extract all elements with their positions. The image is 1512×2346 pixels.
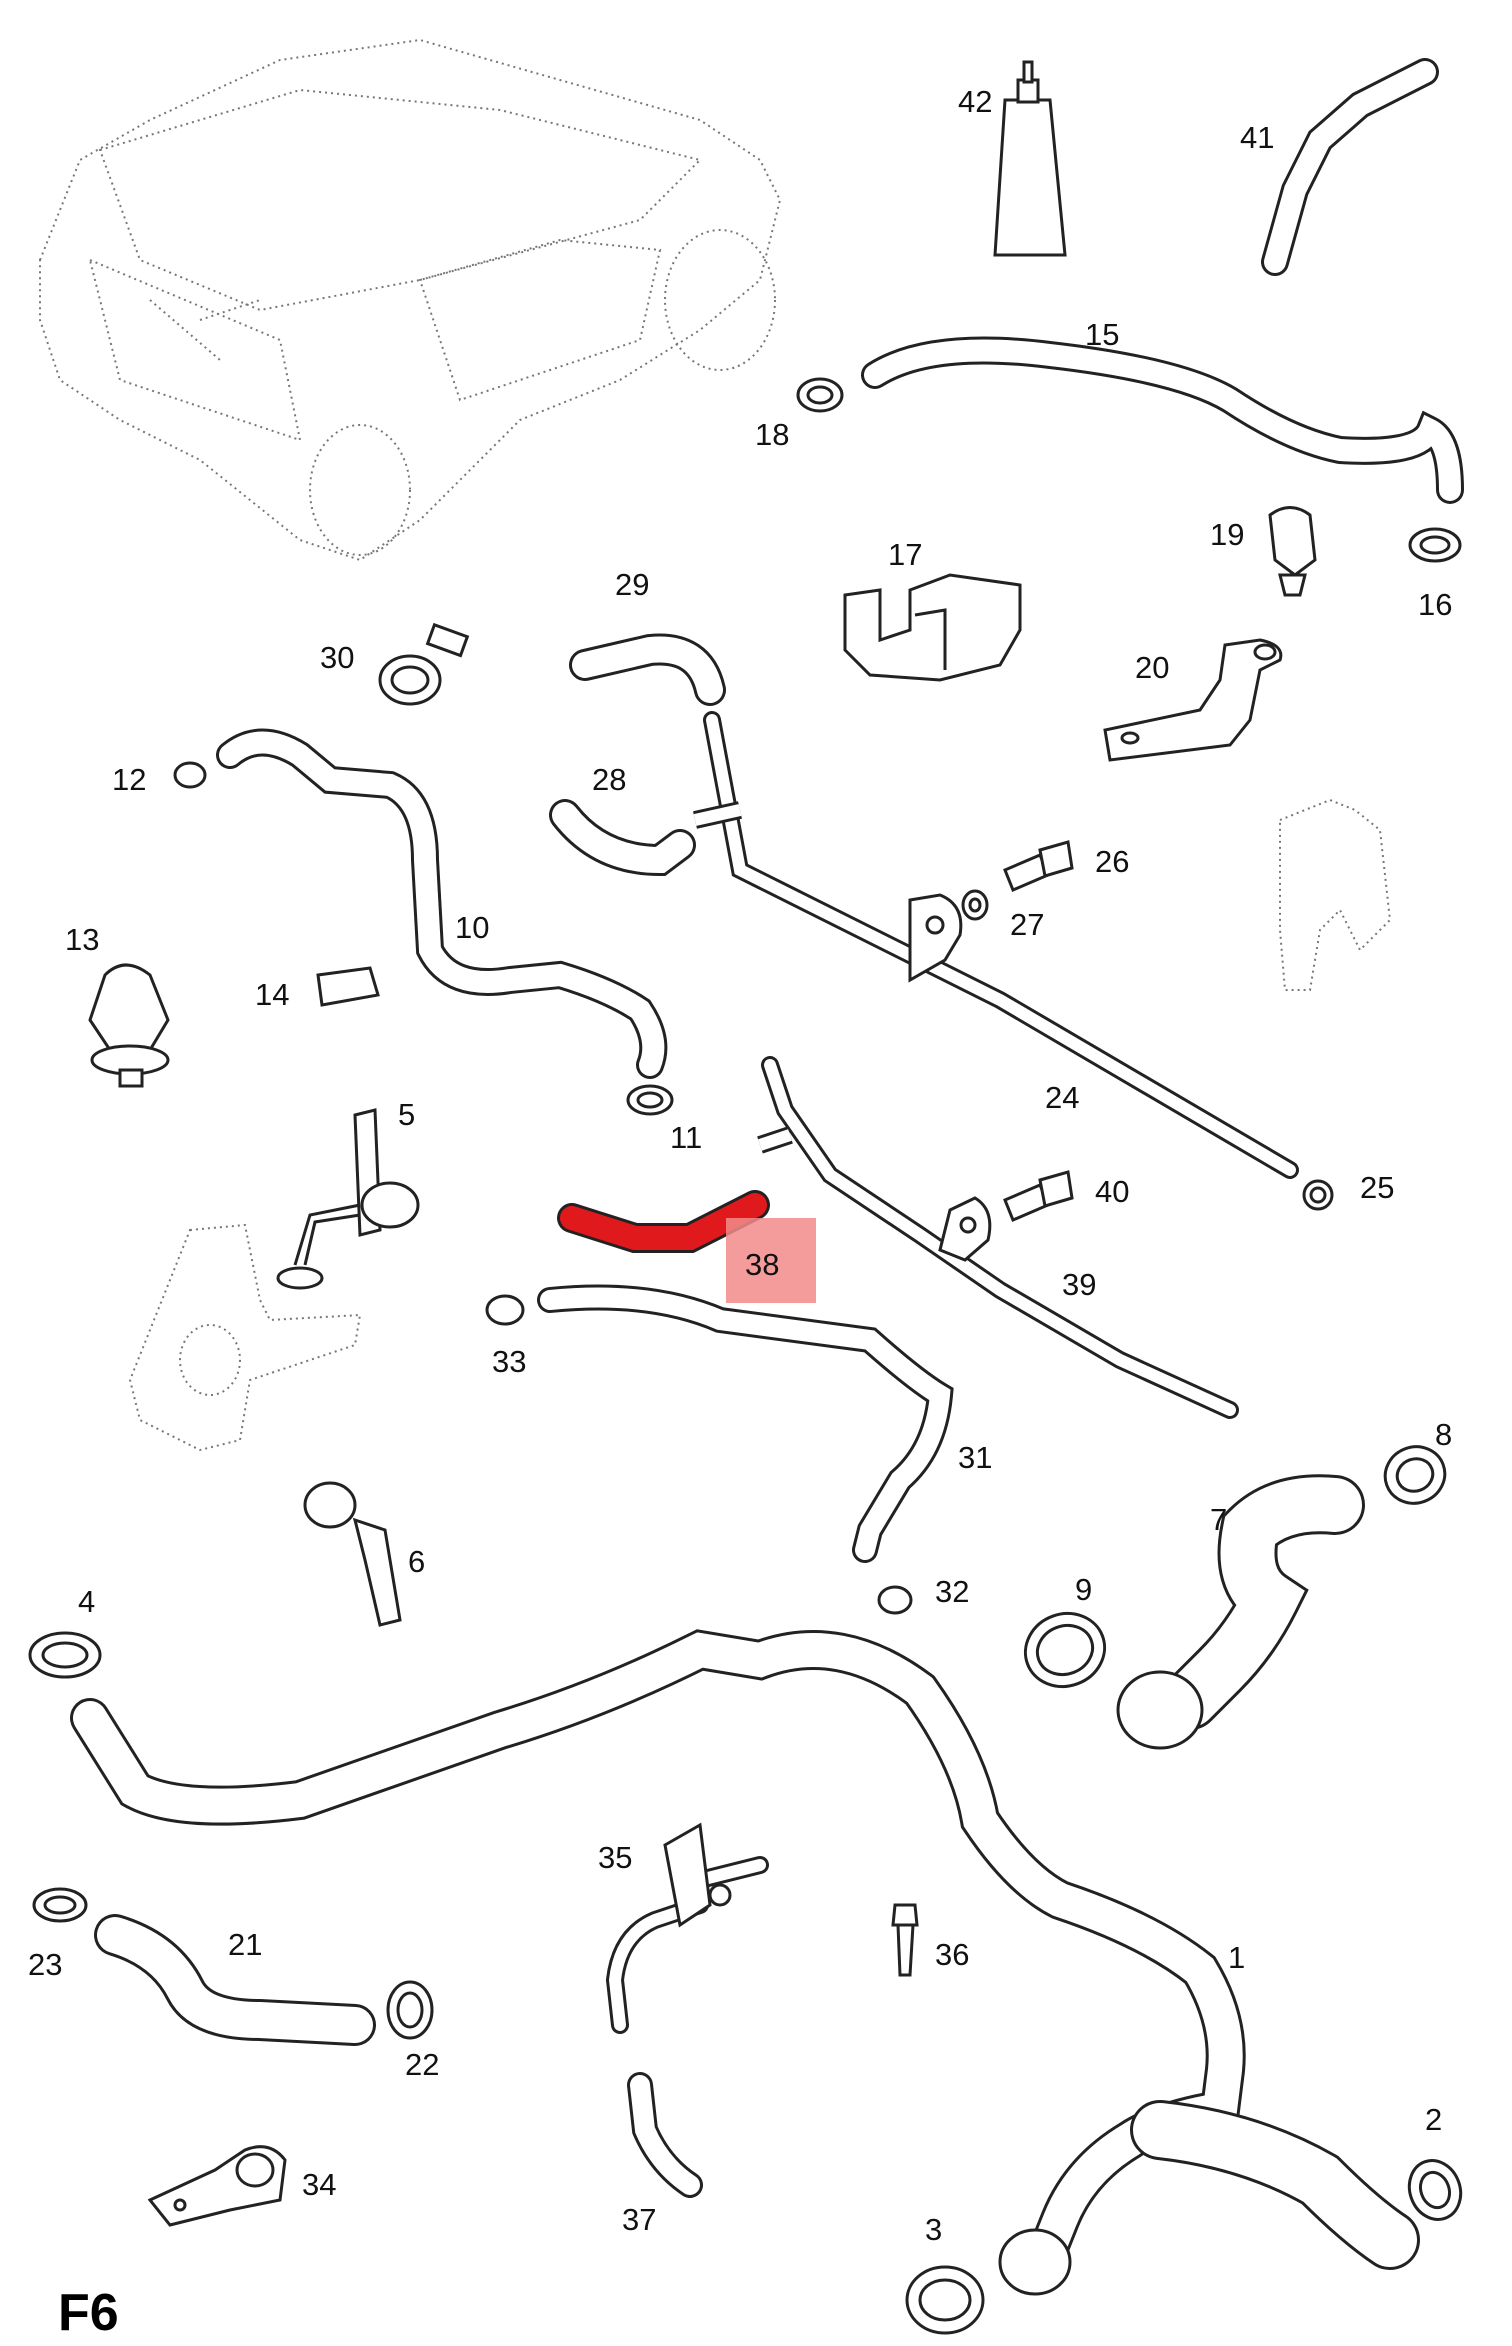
part-16-clamp (1408, 527, 1462, 563)
part-8-clamp (1383, 1445, 1447, 1505)
label-38: 38 (745, 1247, 779, 1282)
part-11-clamp (626, 1084, 674, 1116)
part-3-clamp (905, 2265, 985, 2335)
part-22-clamp (386, 1980, 434, 2040)
part-21-hose (94, 1914, 376, 2046)
label-42: 42 (958, 84, 992, 119)
label-26: 26 (1095, 844, 1129, 879)
part-36-bolt (891, 1903, 919, 1977)
part-14-clip (316, 966, 380, 1007)
label-15: 15 (1085, 317, 1119, 352)
part-33-clamp (485, 1294, 525, 1326)
part-20-bracket (1103, 638, 1283, 762)
label-40: 40 (1095, 1174, 1129, 1209)
part-32-clamp (877, 1585, 913, 1615)
part-12-clamp (173, 761, 207, 789)
part-26-bolt (1003, 840, 1074, 892)
part-29-hose (569, 633, 726, 706)
car-outline (39, 38, 782, 562)
highlight-box-38 (726, 1218, 816, 1303)
part-40-bolt (1003, 1170, 1074, 1222)
label-31: 31 (958, 1440, 992, 1475)
label-10: 10 (455, 910, 489, 945)
label-22: 22 (405, 2047, 439, 2082)
label-37: 37 (622, 2202, 656, 2237)
part-30-clamp (378, 622, 470, 706)
label-23: 23 (28, 1947, 62, 1982)
part-17-bracket (843, 573, 1022, 682)
label-7: 7 (1210, 1502, 1227, 1537)
dotted-bracket-left (128, 1223, 362, 1452)
label-28: 28 (592, 762, 626, 797)
label-3: 3 (925, 2212, 942, 2247)
label-25: 25 (1360, 1170, 1394, 1205)
part-13-clip (88, 963, 170, 1088)
label-30: 30 (320, 640, 354, 675)
part-35-pipe (605, 1822, 769, 2034)
label-16: 16 (1418, 587, 1452, 622)
label-19: 19 (1210, 517, 1244, 552)
label-27: 27 (1010, 907, 1044, 942)
label-1: 1 (1228, 1940, 1245, 1975)
label-39: 39 (1062, 1267, 1096, 1302)
part-9-clamp (1023, 1612, 1107, 1688)
label-11: 11 (670, 1120, 702, 1155)
label-12: 12 (112, 762, 146, 797)
part-39-pipe (757, 1056, 1239, 1419)
label-9: 9 (1075, 1572, 1092, 1607)
part-23-clamp (32, 1887, 88, 1923)
part-18-clamp (796, 377, 844, 413)
label-32: 32 (935, 1574, 969, 1609)
label-21: 21 (228, 1927, 262, 1962)
part-19-clip (1268, 506, 1317, 597)
part-31-hose (537, 1284, 954, 1563)
part-6-clip (303, 1481, 402, 1627)
label-2: 2 (1425, 2102, 1442, 2137)
dotted-bracket-right (1279, 798, 1392, 991)
part-15-hose (861, 336, 1464, 504)
figure-label: F6 (58, 2284, 119, 2342)
part-7-hose (1116, 1474, 1365, 1750)
label-36: 36 (935, 1937, 969, 1972)
label-8: 8 (1435, 1417, 1452, 1452)
label-41: 41 (1240, 120, 1274, 155)
label-20: 20 (1135, 650, 1169, 685)
label-17: 17 (888, 537, 922, 572)
part-24-pipe (693, 711, 1299, 1179)
part-2-clamp (1407, 2159, 1463, 2221)
part-labels: 42 41 15 18 19 16 17 29 30 20 12 28 26 2… (28, 84, 1452, 2247)
label-24: 24 (1045, 1080, 1079, 1115)
part-38-hose-highlighted (557, 1190, 770, 1253)
part-27-washer (961, 889, 989, 921)
label-35: 35 (598, 1840, 632, 1875)
label-18: 18 (755, 417, 789, 452)
part-1-hose (70, 1629, 1420, 2296)
label-34: 34 (302, 2167, 336, 2202)
label-4: 4 (78, 1584, 95, 1619)
part-28-hose (549, 799, 696, 877)
label-6: 6 (408, 1544, 425, 1579)
part-42-tube (993, 60, 1067, 257)
label-13: 13 (65, 922, 99, 957)
label-33: 33 (492, 1344, 526, 1379)
part-41-hose (1261, 58, 1439, 276)
label-29: 29 (615, 567, 649, 602)
label-5: 5 (398, 1097, 415, 1132)
part-37-hose (627, 2072, 703, 2198)
part-4-clamp (28, 1631, 102, 1679)
part-10-hose (216, 728, 668, 1079)
part-34-bracket (147, 2145, 287, 2227)
part-25-washer (1302, 1179, 1334, 1211)
part-5-bracket (276, 1108, 420, 1290)
label-14: 14 (255, 977, 289, 1012)
